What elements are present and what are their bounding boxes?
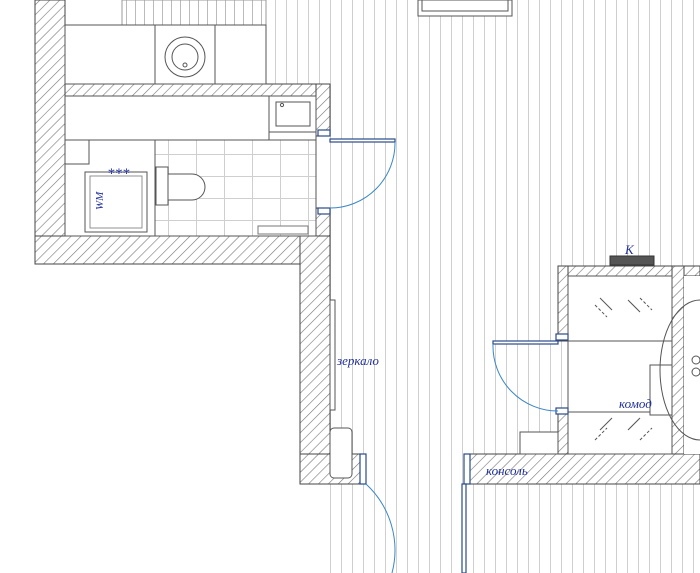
toilet-icon [155, 166, 206, 206]
stars-label: *** [107, 166, 130, 182]
entrance-door [359, 453, 471, 573]
mirror-label: зеркало [336, 353, 379, 368]
dresser-label: комод [619, 396, 652, 411]
upper-room [64, 24, 267, 85]
bench-icon [329, 427, 353, 479]
basin-icon [164, 36, 206, 78]
radiator-icon [609, 255, 655, 266]
console-label: консоль [486, 463, 528, 478]
far-right-room [659, 276, 700, 454]
wardrobe-door [492, 333, 569, 415]
washing-machine-label: WM [94, 191, 106, 210]
console-icon [519, 431, 559, 455]
upper-cabinet [121, 0, 267, 26]
dresser-icon [649, 364, 673, 416]
walls-right-room [467, 265, 700, 485]
bathroom [64, 95, 317, 237]
radiator-label: K [624, 242, 635, 257]
bathroom-door [317, 129, 396, 215]
mirror-icon [329, 299, 336, 411]
wardrobe-room [567, 255, 673, 455]
